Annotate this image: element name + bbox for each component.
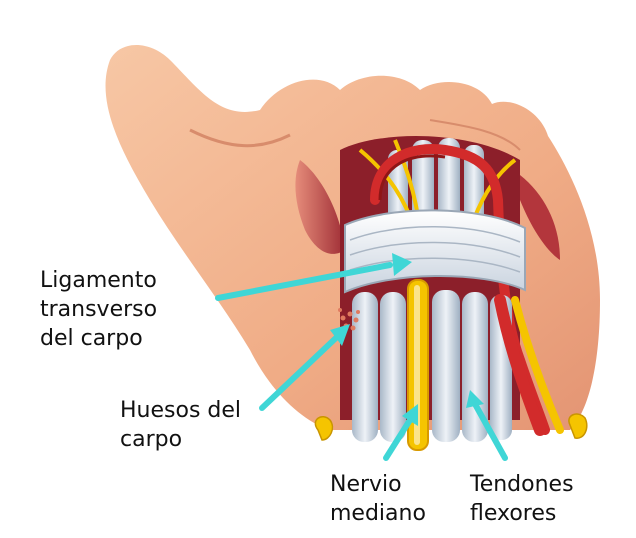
lower-tendons: [352, 290, 512, 442]
label-nervio-mediano: Nervio mediano: [330, 472, 426, 526]
label-huesos-del-carpo: Huesos del carpo: [120, 398, 242, 452]
pointer-arrows: [215, 253, 508, 461]
hypothenar-muscle: [520, 175, 560, 260]
ligament-fibers: [349, 226, 521, 273]
label-tendones-flexores: Tendones flexores: [470, 472, 574, 526]
thenar-muscle: [295, 160, 345, 254]
arrow-tendons: [472, 401, 508, 461]
label-ligamento-transverso: Ligamento transverso del carpo: [40, 268, 158, 351]
arrow-bones: [259, 333, 341, 411]
thumb-crease: [189, 128, 291, 148]
ulnar-nerve: [511, 296, 564, 434]
ulnar-artery: [494, 294, 546, 436]
median-nerve-core: [414, 285, 420, 445]
bone-ends: [314, 413, 588, 441]
palm-crease: [429, 119, 521, 151]
artery-shadow: [378, 154, 446, 201]
arrow-ligament: [215, 262, 393, 301]
arrow-nerve: [383, 417, 413, 461]
